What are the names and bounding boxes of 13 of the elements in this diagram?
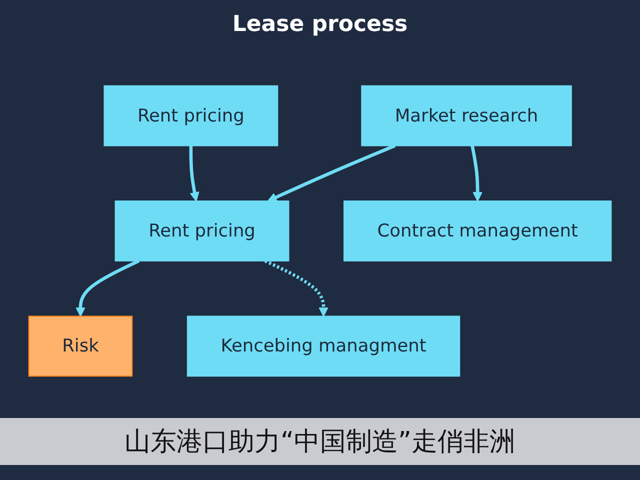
arrow bbox=[470, 145, 482, 202]
diagram-title: Lease process bbox=[232, 12, 408, 37]
arrow bbox=[264, 259, 328, 317]
node-box: Rent pricing bbox=[114, 200, 290, 262]
arrow bbox=[76, 259, 140, 317]
node-box: Risk bbox=[28, 316, 133, 377]
node-box: Market research bbox=[361, 85, 572, 146]
node-box: Kencebing managment bbox=[186, 316, 460, 377]
arrow bbox=[189, 146, 200, 202]
node-box: Contract management bbox=[344, 200, 612, 262]
node-box: Rent pricing bbox=[104, 85, 278, 146]
arrow bbox=[267, 144, 396, 202]
caption-banner: 山东港口助力“中国制造”走俏非洲 bbox=[0, 418, 640, 465]
